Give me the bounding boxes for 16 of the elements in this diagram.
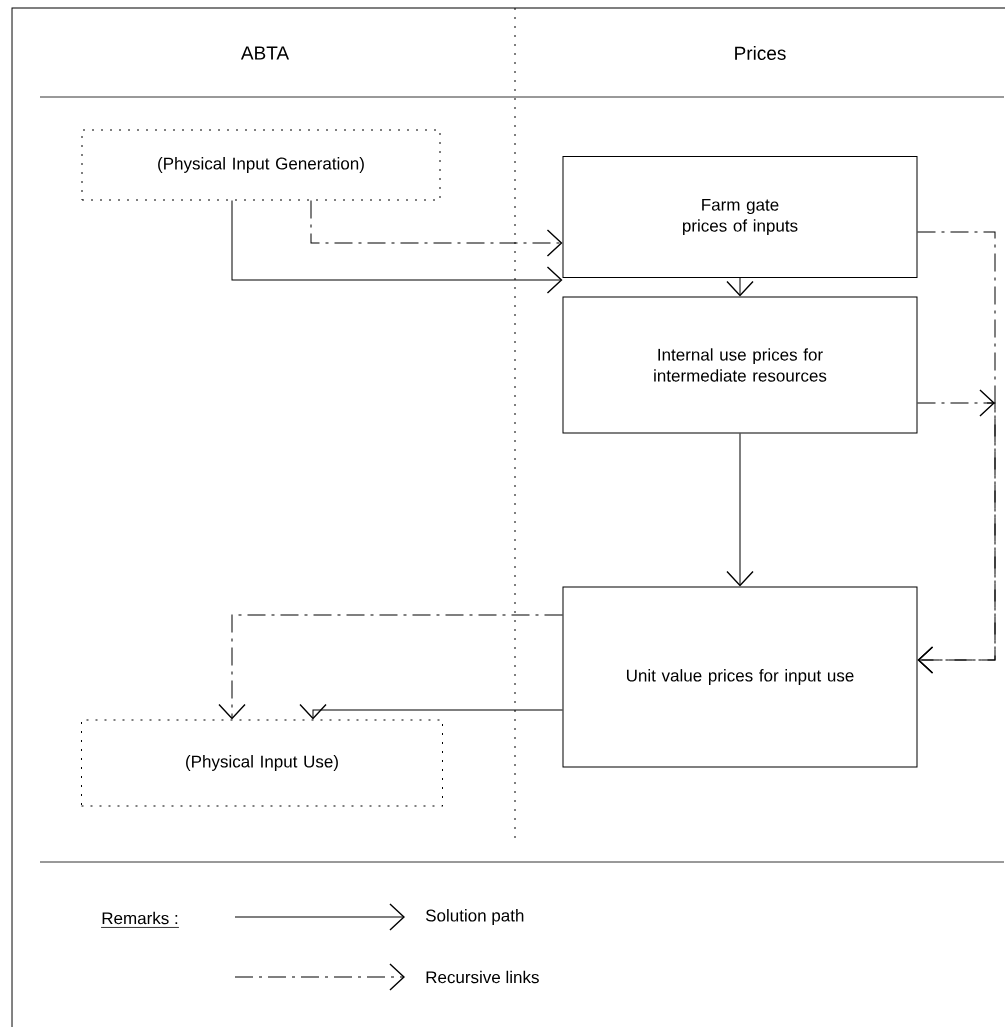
remarks-label: Remarks :	[102, 911, 178, 925]
legend-text: Recursive links	[426, 970, 539, 984]
process-box: Internal use prices for intermediate resources	[562, 296, 918, 434]
arrow	[231, 200, 563, 294]
process-box: Farm gate prices of inputs	[562, 156, 918, 278]
arrow	[218, 614, 563, 720]
dotted-box: (Physical Input Use)	[81, 719, 443, 807]
dotted-box: (Physical Input Generation)	[81, 129, 441, 201]
arrow	[310, 200, 563, 257]
process-box: Unit value prices for input use	[562, 586, 918, 768]
arrow	[726, 433, 754, 587]
column-heading: ABTA	[240, 46, 290, 60]
arrow	[917, 389, 996, 674]
legend-text: Solution path	[425, 909, 524, 925]
column-heading: Prices	[735, 46, 786, 60]
arrow	[299, 703, 563, 720]
